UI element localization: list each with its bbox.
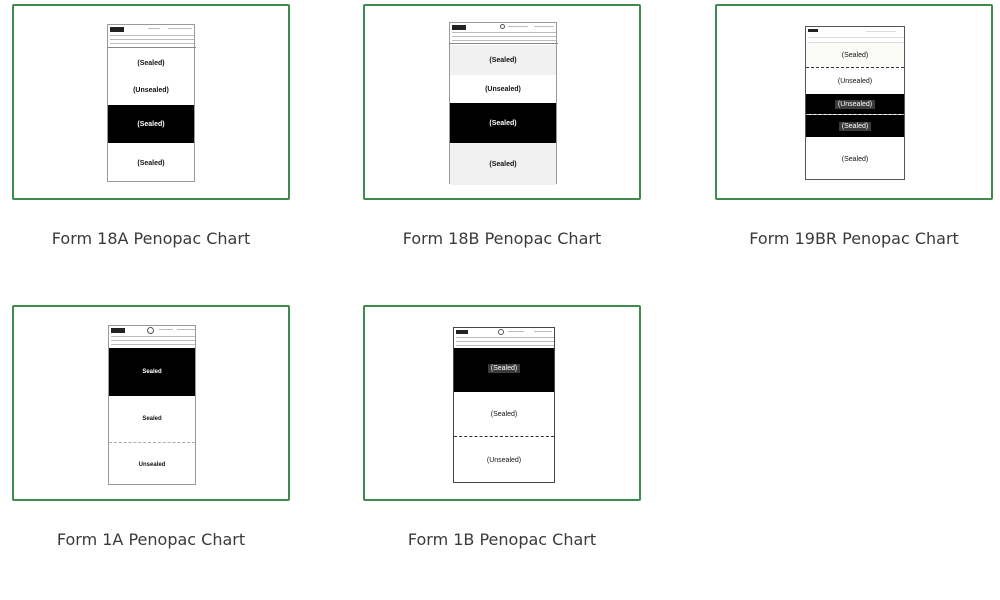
form-preview: (Sealed) (Sealed) (Unsealed) bbox=[453, 327, 555, 483]
band-sealed: (Sealed) bbox=[841, 155, 869, 163]
logo-icon bbox=[808, 29, 818, 32]
form-preview: (Sealed) (Unsealed) (Sealed) (Sealed) bbox=[449, 22, 558, 185]
band-sealed: (Sealed) bbox=[450, 45, 556, 75]
band-sealed: (Sealed) bbox=[137, 159, 165, 167]
band-unsealed: (Unsealed) bbox=[837, 77, 873, 85]
band-sealed: (Sealed) bbox=[806, 43, 904, 67]
band-sealed: (Sealed) bbox=[806, 115, 904, 137]
chart-thumbnail[interactable]: (Sealed) (Unsealed) (Sealed) (Sealed) bbox=[12, 4, 290, 200]
chart-card-form-1a[interactable]: Sealed Sealed Unsealed Form 1A Penopac C… bbox=[12, 305, 290, 549]
logo-icon bbox=[456, 330, 468, 334]
chart-thumbnail[interactable]: (Sealed) (Unsealed) (Sealed) (Sealed) bbox=[363, 4, 641, 200]
chart-thumbnail[interactable]: (Sealed) (Sealed) (Unsealed) bbox=[363, 305, 641, 501]
chart-caption[interactable]: Form 1A Penopac Chart bbox=[56, 530, 246, 549]
chart-card-form-19br[interactable]: (Sealed) (Unsealed) (Unsealed) (Sealed) … bbox=[715, 4, 993, 248]
chart-caption[interactable]: Form 18B Penopac Chart bbox=[402, 229, 602, 248]
circle-icon bbox=[147, 327, 154, 334]
circle-icon bbox=[500, 24, 505, 29]
band-sealed: (Sealed) bbox=[450, 143, 556, 185]
band-sealed: (Sealed) bbox=[490, 410, 518, 418]
chart-caption[interactable]: Form 18A Penopac Chart bbox=[51, 229, 251, 248]
band-unsealed: (Unsealed) bbox=[133, 86, 169, 94]
form-preview: (Sealed) (Unsealed) (Sealed) (Sealed) bbox=[107, 24, 196, 182]
band-unsealed: (Unsealed) bbox=[485, 85, 521, 93]
chart-caption[interactable]: Form 19BR Penopac Chart bbox=[749, 229, 959, 248]
band-sealed: Sealed bbox=[142, 416, 162, 422]
form-preview: (Sealed) (Unsealed) (Unsealed) (Sealed) … bbox=[805, 26, 905, 180]
band-unsealed: (Unsealed) bbox=[486, 457, 522, 464]
chart-caption[interactable]: Form 1B Penopac Chart bbox=[407, 530, 597, 549]
chart-thumbnail[interactable]: Sealed Sealed Unsealed bbox=[12, 305, 290, 501]
band-unsealed: (Unsealed) bbox=[806, 94, 904, 114]
form-preview: Sealed Sealed Unsealed bbox=[108, 325, 196, 485]
band-sealed: (Sealed) bbox=[137, 59, 165, 67]
band-sealed: (Sealed) bbox=[108, 105, 194, 143]
band-sealed: (Sealed) bbox=[450, 103, 556, 143]
chart-card-form-1b[interactable]: (Sealed) (Sealed) (Unsealed) Form 1B Pen… bbox=[363, 305, 641, 549]
chart-thumbnail[interactable]: (Sealed) (Unsealed) (Unsealed) (Sealed) … bbox=[715, 4, 993, 200]
logo-icon bbox=[111, 328, 125, 333]
chart-card-form-18a[interactable]: (Sealed) (Unsealed) (Sealed) (Sealed) Fo… bbox=[12, 4, 290, 248]
band-sealed: Sealed bbox=[109, 348, 195, 396]
band-sealed: (Sealed) bbox=[454, 348, 554, 392]
band-unsealed: Unsealed bbox=[138, 461, 166, 468]
logo-icon bbox=[452, 25, 466, 30]
logo-icon bbox=[110, 27, 124, 32]
circle-icon bbox=[498, 329, 504, 335]
chart-card-form-18b[interactable]: (Sealed) (Unsealed) (Sealed) (Sealed) Fo… bbox=[363, 4, 641, 248]
